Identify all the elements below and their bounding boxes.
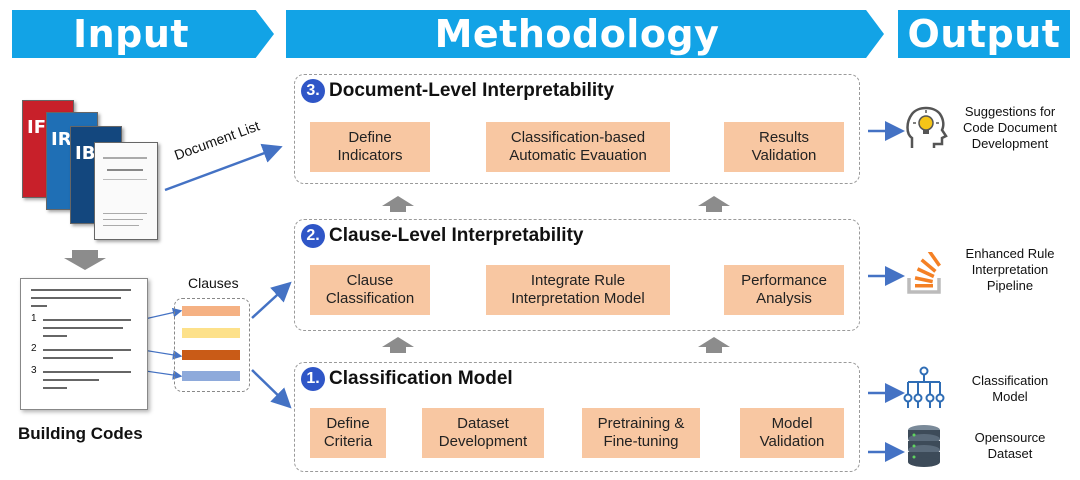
panel-title-text: Document-Level Interpretability xyxy=(329,80,615,101)
step-define-indicators: Define Indicators xyxy=(310,122,430,172)
document-list-arrow xyxy=(164,143,283,192)
clause-number: 2 xyxy=(31,343,37,354)
up-arrow xyxy=(382,337,414,353)
head-lightbulb-icon xyxy=(906,106,948,148)
panel-title: 1. Classification Model xyxy=(301,367,513,391)
clause-bar xyxy=(182,328,240,338)
input-banner: Input xyxy=(12,10,274,58)
step-results-validation: Results Validation xyxy=(724,122,844,172)
clause-bar xyxy=(182,371,240,381)
panel-title-text: Classification Model xyxy=(329,368,513,389)
panel-title: 3. Document-Level Interpretability xyxy=(301,79,614,103)
clause-bar xyxy=(182,306,240,316)
clause-number: 3 xyxy=(31,365,37,376)
output-dataset-label: Opensource Dataset xyxy=(974,430,1046,461)
neural-network-icon xyxy=(903,366,945,408)
building-code-page: 1 2 3 xyxy=(20,278,148,410)
output-pipeline-label: Enhanced Rule Interpretation Pipeline xyxy=(965,246,1055,293)
clauses-to-classification-arrow xyxy=(251,369,292,409)
panel-number-badge: 2. xyxy=(301,224,325,248)
output-suggestions-label: Suggestions for Code Document Developmen… xyxy=(963,104,1057,151)
database-icon xyxy=(908,425,940,467)
clauses-group xyxy=(174,298,250,392)
step-integrate-model: Integrate Rule Interpretation Model xyxy=(486,265,670,315)
panel-number-badge: 1. xyxy=(301,367,325,391)
building-codes-label: Building Codes xyxy=(18,424,143,443)
step-performance-analysis: Performance Analysis xyxy=(724,265,844,315)
clauses-label: Clauses xyxy=(188,275,239,291)
up-arrow xyxy=(698,196,730,212)
panel-title-text: Clause-Level Interpretability xyxy=(329,225,584,246)
up-arrow xyxy=(382,196,414,212)
input-down-arrow xyxy=(64,250,106,270)
doc-cover-standard xyxy=(94,142,158,240)
output-classification-model-label: Classification Model xyxy=(971,373,1049,404)
clause-number: 1 xyxy=(31,313,37,324)
methodology-banner-label: Methodology xyxy=(434,12,720,56)
step-automatic-evaluation: Classification-based Automatic Evauation xyxy=(486,122,670,172)
step-model-validation: Model Validation xyxy=(740,408,844,458)
methodology-banner: Methodology xyxy=(286,10,884,58)
panel-number-badge: 3. xyxy=(301,79,325,103)
output-banner: Output xyxy=(898,10,1070,58)
up-arrow xyxy=(698,337,730,353)
panel-title: 2. Clause-Level Interpretability xyxy=(301,224,583,248)
step-clause-classification: Clause Classification xyxy=(310,265,430,315)
step-dataset-development: Dataset Development xyxy=(422,408,544,458)
input-banner-label: Input xyxy=(72,12,190,56)
clause-bar xyxy=(182,350,240,360)
step-pretraining-finetuning: Pretraining & Fine-tuning xyxy=(582,408,700,458)
output-banner-label: Output xyxy=(907,12,1061,56)
step-define-criteria: Define Criteria xyxy=(310,408,386,458)
clauses-to-clause-level-arrow xyxy=(251,281,292,319)
stack-overflow-icon xyxy=(907,252,941,294)
